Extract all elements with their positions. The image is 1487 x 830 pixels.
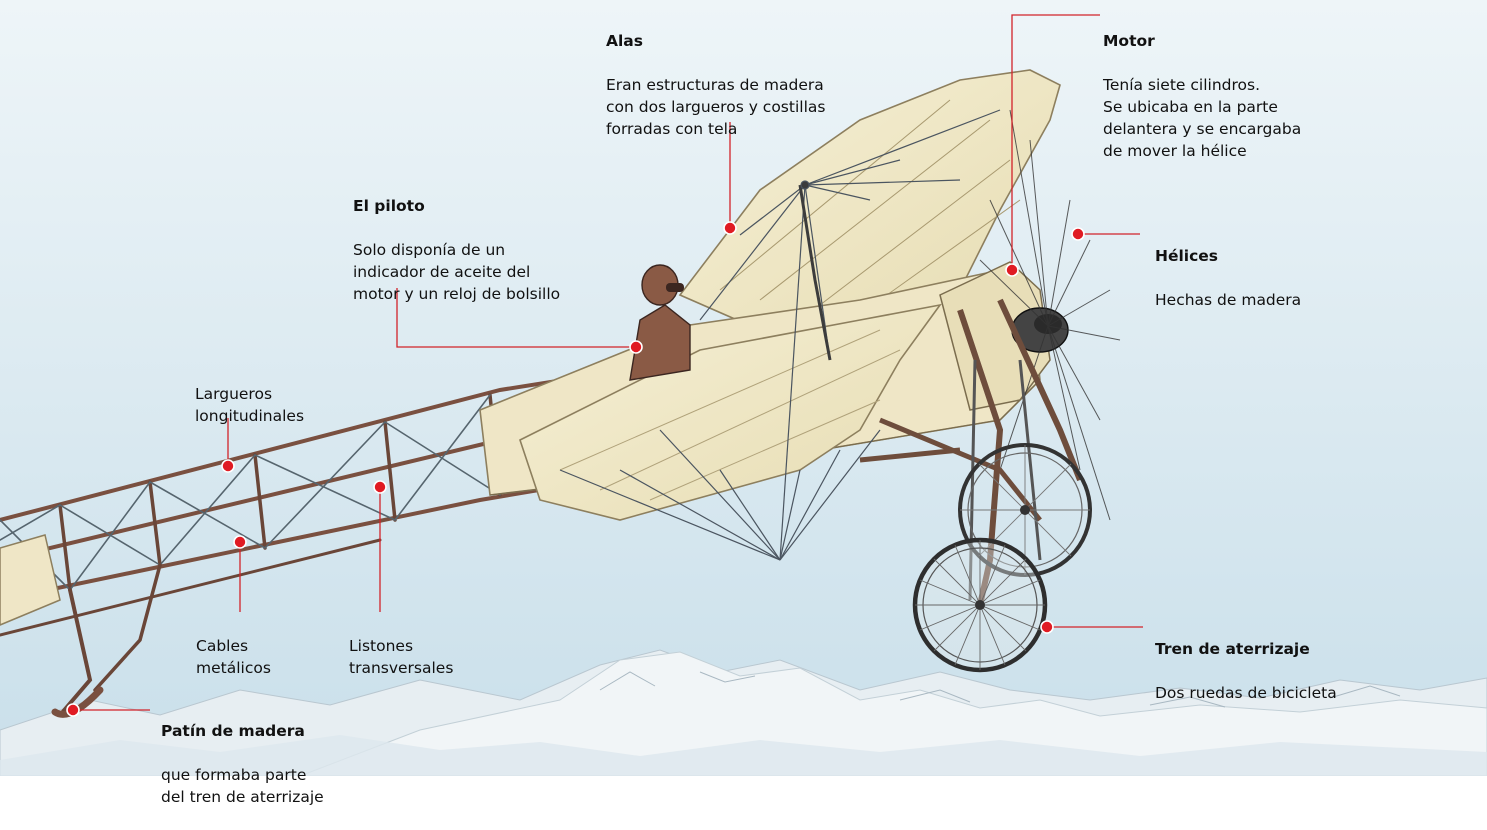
dot-listones	[373, 480, 387, 494]
dot-helices	[1071, 227, 1085, 241]
callout-tren-description: Dos ruedas de bicicleta	[1155, 684, 1337, 702]
callout-alas-title: Alas	[606, 32, 643, 50]
pilot-figure	[629, 264, 691, 381]
dot-piloto	[629, 340, 643, 354]
callout-motor-title: Motor	[1103, 32, 1155, 50]
callout-piloto-description: Solo disponía de un indicador de aceite …	[353, 241, 561, 303]
callout-cables: Cables metálicos	[196, 613, 271, 701]
dot-alas	[723, 221, 737, 235]
callout-largueros-description: Largueros longitudinales	[195, 385, 305, 425]
dot-largueros	[221, 459, 235, 473]
callout-listones-description: Listones transversales	[349, 637, 454, 677]
callout-cables-description: Cables metálicos	[196, 637, 271, 677]
landing-gear	[859, 298, 1092, 673]
callout-tren: Tren de aterrizaje Dos ruedas de bicicle…	[1155, 616, 1337, 726]
diagram-canvas	[0, 0, 1487, 776]
wing-bracing	[559, 109, 1001, 561]
callout-helices: Hélices Hechas de madera	[1155, 223, 1301, 333]
propeller	[979, 109, 1121, 521]
callout-listones: Listones transversales	[349, 613, 453, 701]
leader-piloto	[396, 288, 636, 348]
callout-piloto: El piloto Solo disponía de un indicador …	[353, 173, 560, 327]
callout-helices-description: Hechas de madera	[1155, 291, 1302, 309]
callout-dots	[66, 221, 1085, 717]
callout-patin-description: que formaba parte del tren de aterrizaje	[161, 766, 324, 806]
callout-patin: Patín de madera que formaba parte del tr…	[161, 698, 324, 830]
callout-piloto-title: El piloto	[353, 197, 425, 215]
callout-largueros: Largueros longitudinales	[195, 361, 304, 449]
callout-alas: Alas Eran estructuras de madera con dos …	[606, 8, 825, 162]
mountains	[0, 649, 1487, 776]
dot-motor	[1005, 263, 1019, 277]
leader-motor	[1011, 14, 1100, 270]
leader-lines	[73, 14, 1143, 711]
callout-alas-description: Eran estructuras de madera con dos largu…	[606, 76, 826, 138]
dot-tren	[1040, 620, 1054, 634]
callout-motor-description: Tenía siete cilindros. Se ubicaba en la …	[1103, 76, 1302, 160]
callout-helices-title: Hélices	[1155, 247, 1219, 265]
callout-motor: Motor Tenía siete cilindros. Se ubicaba …	[1103, 8, 1301, 184]
callout-patin-title: Patín de madera	[161, 722, 305, 740]
callout-tren-title: Tren de aterrizaje	[1155, 640, 1310, 658]
dot-patin	[66, 703, 80, 717]
dot-cables	[233, 535, 247, 549]
lower-wing	[519, 303, 942, 521]
